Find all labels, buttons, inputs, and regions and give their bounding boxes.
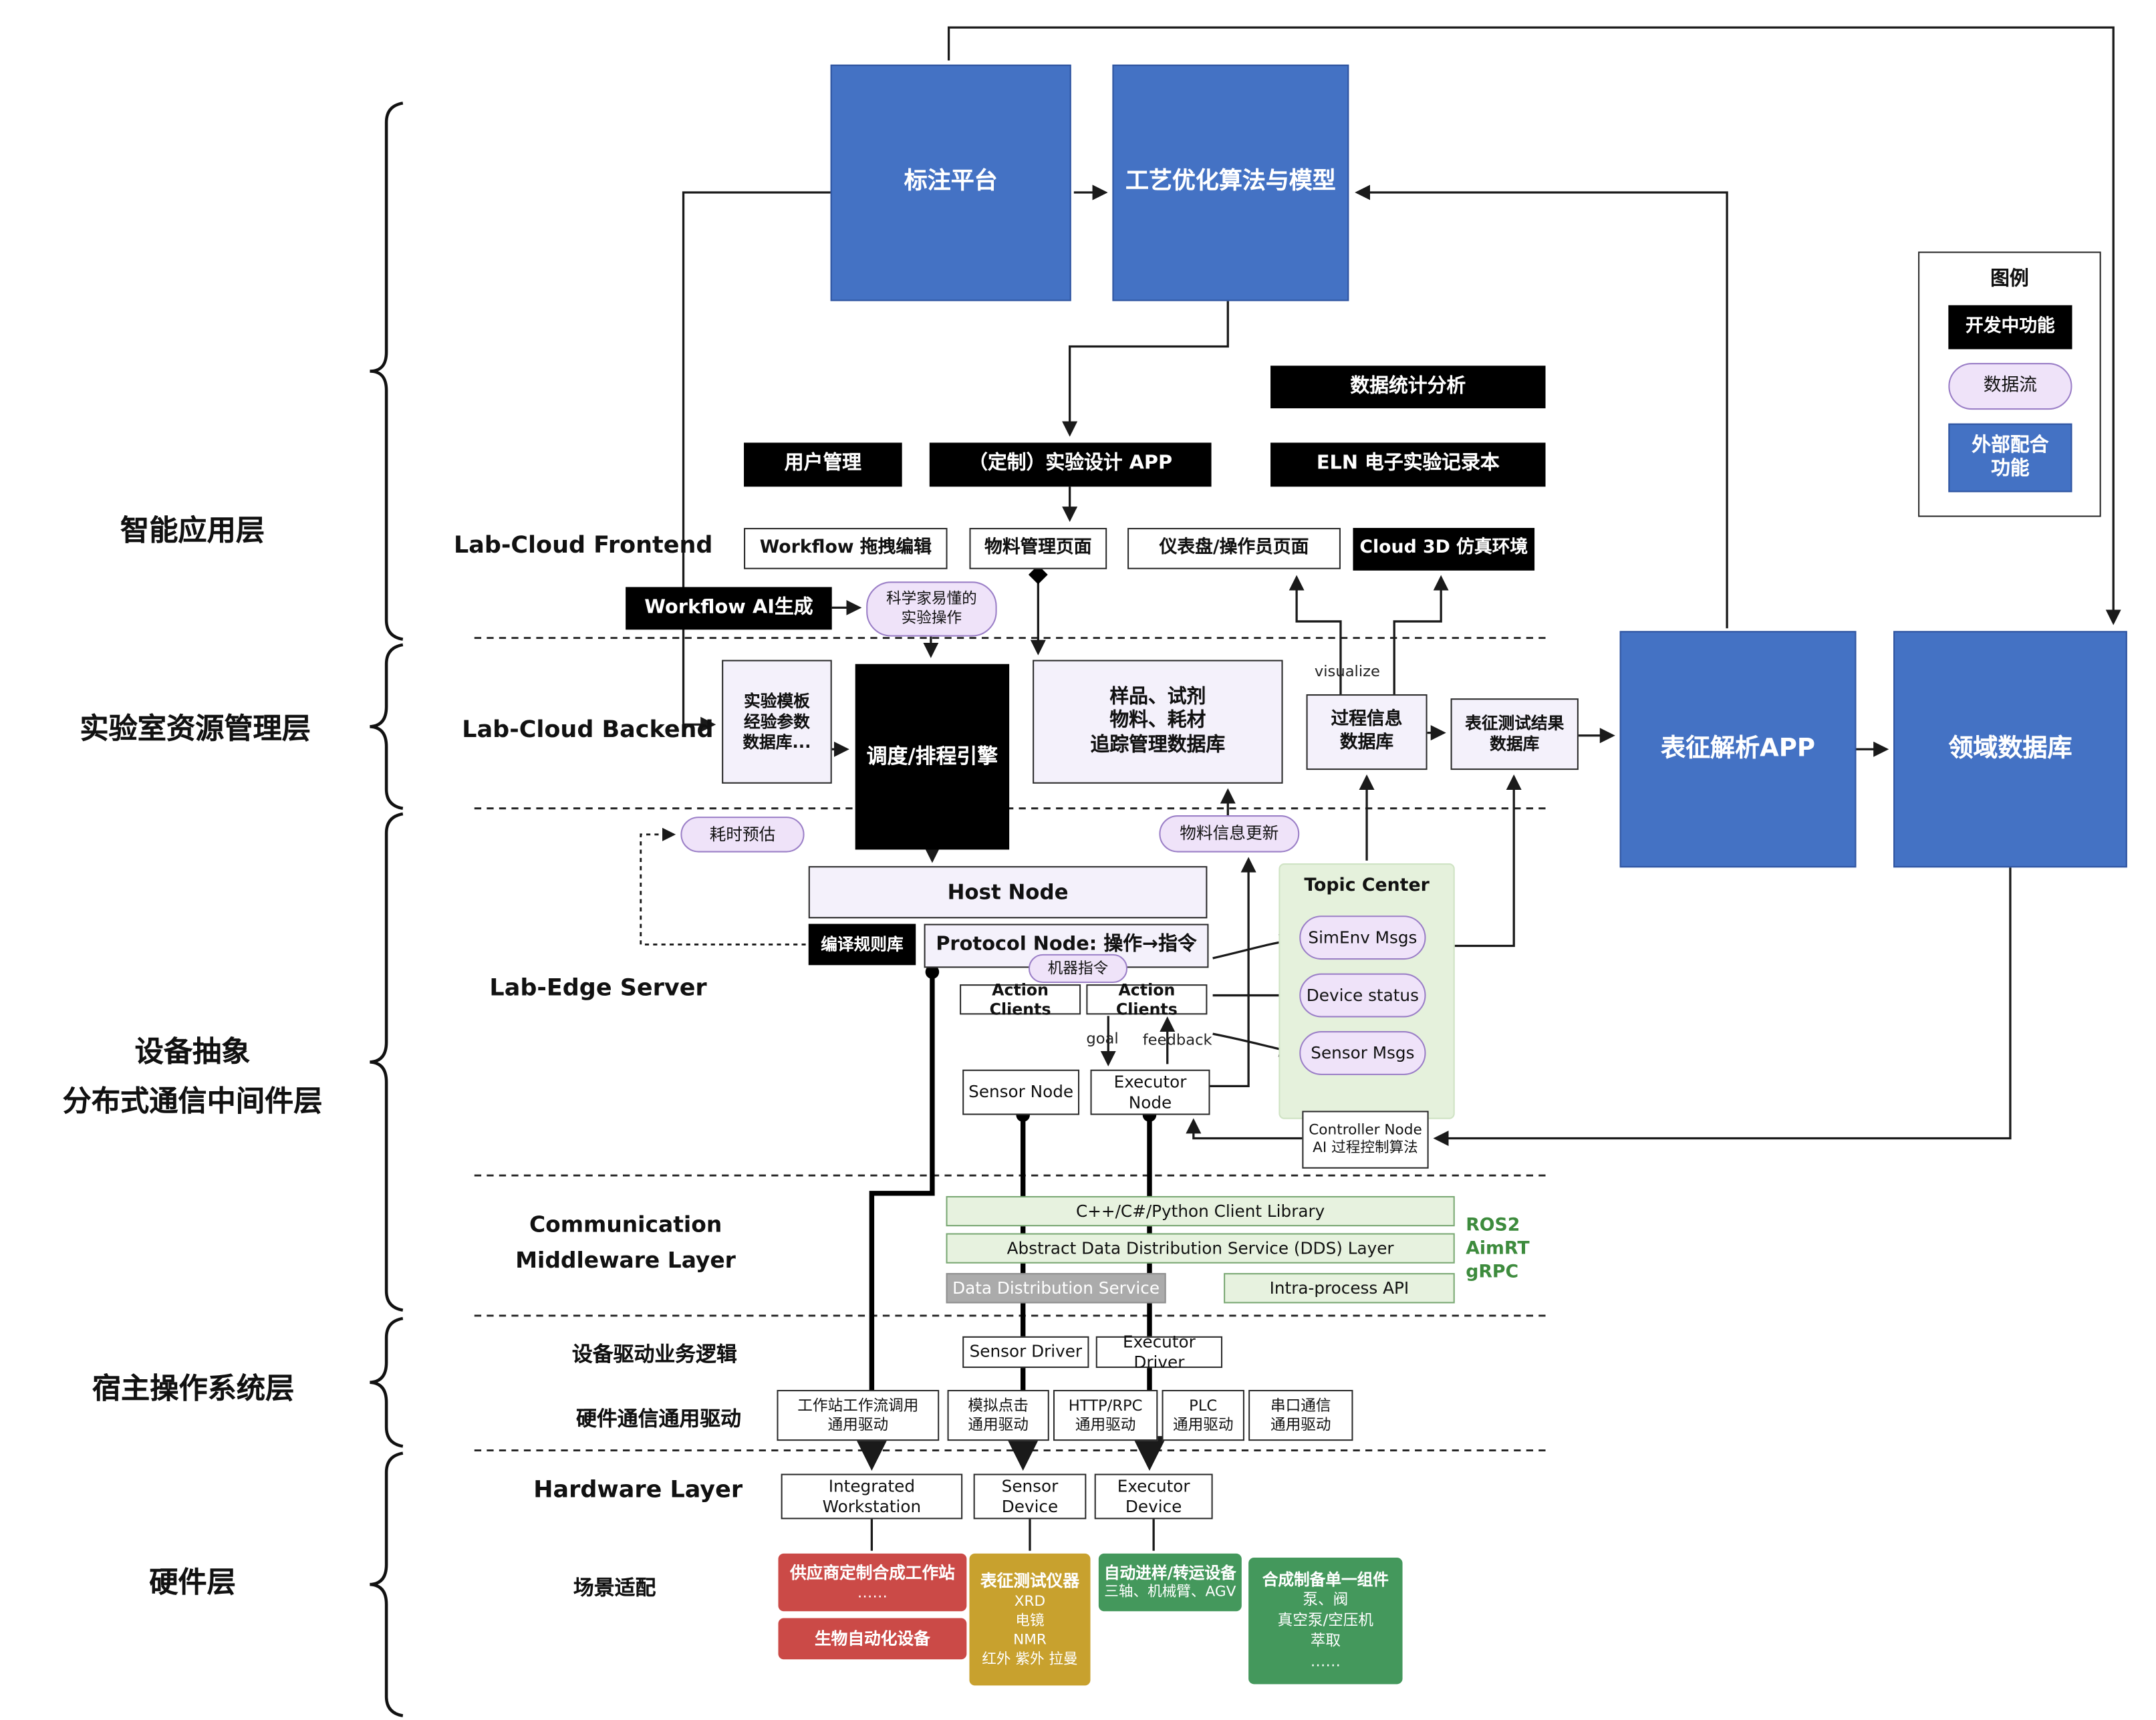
http-rpc-driver-box: HTTP/RPC 通用驱动 [1053,1390,1158,1441]
characterization-instruments-title: 表征测试仪器 [980,1570,1080,1590]
eln-box: ELN 电子实验记录本 [1270,442,1546,487]
scientist-friendly-ops-pill: 科学家易懂的 实验操作 [866,581,997,637]
layer-label-intelligent-app: 智能应用层 [120,514,265,547]
plc-driver-box: PLC 通用驱动 [1162,1390,1244,1441]
scheduler-engine-box: 调度/排程引擎 [855,664,1010,850]
legend-data-flow: 数据流 [1948,363,2072,410]
simenv-msgs-pill: SimEnv Msgs [1299,915,1426,960]
feedback-label: feedback [1142,1031,1212,1049]
legend-external-feature: 外部配合 功能 [1948,423,2072,492]
goal-label: goal [1086,1029,1119,1048]
sensor-driver-box: Sensor Driver [962,1336,1089,1369]
intra-process-api-bar: Intra-process API [1224,1273,1455,1304]
dashboard-operator-page-box: 仪表盘/操作员页面 [1127,528,1341,569]
characterization-result-db-box: 表征测试结果 数据库 [1450,698,1579,770]
layer-label-host-os: 宿主操作系统层 [92,1372,295,1405]
workstation-workflow-driver-box: 工作站工作流调用 通用驱动 [777,1390,940,1441]
ros2-label: ROS2 [1466,1215,1520,1236]
device-status-pill: Device status [1299,973,1426,1018]
characterization-instruments-body: XRD 电镜 NMR 红外 紫外 拉曼 [982,1593,1078,1669]
synthesis-components-title: 合成制备单一组件 [1262,1569,1389,1589]
controller-node-box: Controller Node AI 过程控制算法 [1302,1111,1429,1169]
annotation-platform-box: 标注平台 [830,64,1071,301]
action-clients-right-box: Action Clients [1086,980,1208,1019]
domain-database-box: 领域数据库 [1893,631,2127,868]
legend-title: 图例 [1990,268,2029,291]
simulated-click-driver-box: 模拟点击 通用驱动 [947,1390,1049,1441]
topic-center-title: Topic Center [1304,875,1430,897]
synthesis-components-box: 合成制备单一组件 泵、阀 真空泵/空压机 萃取 …… [1248,1558,1403,1685]
machine-command-pill: 机器指令 [1028,954,1128,984]
time-estimate-pill: 耗时预估 [680,817,805,853]
process-optimization-box: 工艺优化算法与模型 [1112,64,1349,301]
sensor-device-box: Sensor Device [973,1473,1087,1520]
workflow-drag-edit-box: Workflow 拖拽编辑 [744,528,948,569]
user-management-box: 用户管理 [744,442,902,487]
section-label-driver-logic: 设备驱动业务逻辑 [571,1342,737,1367]
synthesis-components-body: 泵、阀 真空泵/空压机 萃取 …… [1277,1590,1374,1670]
data-statistics-box: 数据统计分析 [1270,366,1546,409]
legend-developing-feature: 开发中功能 [1948,305,2072,349]
autosampler-transfer-title: 自动进样/转运设备 [1103,1563,1236,1583]
section-label-edge-server: Lab-Edge Server [489,974,707,1002]
custom-experiment-app-box: （定制）实验设计 APP [929,442,1212,487]
visualize-label: visualize [1314,662,1380,681]
integrated-workstation-box: Integrated Workstation [781,1473,963,1520]
material-info-update-pill: 物料信息更新 [1159,815,1300,853]
executor-node-box: Executor Node [1090,1069,1210,1115]
compile-rules-box: 编译规则库 [808,923,916,966]
vendor-workstation-box: 供应商定制合成工作站 …… [778,1553,967,1612]
sensor-msgs-pill: Sensor Msgs [1299,1031,1426,1075]
client-library-bar: C++/C#/Python Client Library [946,1195,1455,1227]
bio-automation-box: 生物自动化设备 [778,1618,967,1660]
sensor-node-box: Sensor Node [962,1069,1080,1115]
aimrt-label: AimRT [1466,1238,1530,1260]
executor-driver-box: Executor Driver [1095,1332,1223,1371]
data-distribution-service-bar: Data Distribution Service [946,1273,1166,1304]
action-clients-left-box: Action Clients [960,980,1081,1019]
cloud-3d-sim-box: Cloud 3D 仿真环境 [1353,528,1535,571]
executor-device-box: Executor Device [1094,1473,1213,1520]
autosampler-transfer-body: 三轴、机械臂、AGV [1104,1583,1236,1600]
section-label-frontend: Lab-Cloud Frontend [453,532,713,560]
layer-braces [370,102,404,1717]
section-label-backend: Lab-Cloud Backend [462,716,714,744]
grpc-label: gRPC [1466,1262,1519,1283]
serial-driver-box: 串口通信 通用驱动 [1248,1390,1353,1441]
vendor-workstation-body: …… [857,1583,888,1602]
workflow-ai-generation-box: Workflow AI生成 [626,587,832,630]
section-label-hardware-layer: Hardware Layer [533,1476,743,1504]
material-management-page-box: 物料管理页面 [969,528,1107,569]
characterization-instruments-box: 表征测试仪器 XRD 电镜 NMR 红外 紫外 拉曼 [969,1553,1091,1686]
section-label-hw-driver: 硬件通信通用驱动 [576,1406,741,1431]
characterization-analysis-app-box: 表征解析APP [1619,631,1857,868]
process-info-db-box: 过程信息 数据库 [1306,694,1428,770]
data-flow-arrows [682,26,2121,1551]
experiment-template-db-box: 实验模板 经验参数 数据库... [722,660,832,784]
autosampler-transfer-box: 自动进样/转运设备 三轴、机械臂、AGV [1098,1553,1242,1612]
layer-label-hardware: 硬件层 [149,1566,236,1599]
time-estimate-dotted-link [640,827,806,946]
section-label-comm-middleware: Communication Middleware Layer [515,1211,736,1273]
section-label-scene-adapt: 场景适配 [573,1575,656,1600]
sample-material-db-box: 样品、试剂 物料、耗材 追踪管理数据库 [1033,660,1283,784]
host-node-box: Host Node [808,866,1208,919]
layer-label-lab-resource: 实验室资源管理层 [80,712,311,746]
layer-label-device-abstraction: 设备抽象 分布式通信中间件层 [62,1035,323,1118]
dds-abstract-layer-bar: Abstract Data Distribution Service (DDS)… [946,1233,1455,1264]
vendor-workstation-title: 供应商定制合成工作站 [789,1562,955,1582]
